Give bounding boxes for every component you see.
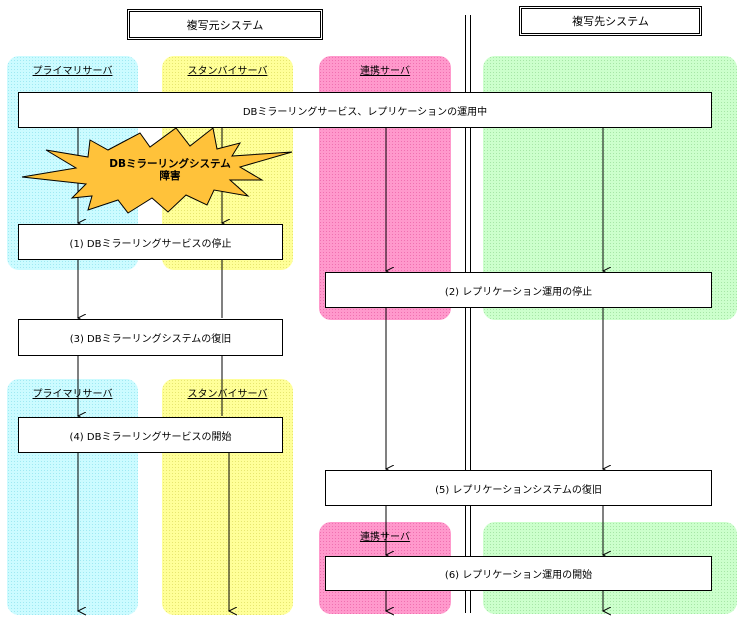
fault-label-line1: DBミラーリングシステム — [109, 158, 231, 170]
standby-server-label-bottom: スタンバイサーバ — [187, 389, 268, 400]
primary-server-label: プライマリサーバ — [32, 66, 113, 77]
step2-box: (2) レプリケーション運用の停止 — [325, 272, 712, 308]
primary-server-label-bottom: プライマリサーバ — [32, 389, 113, 400]
target-system-title: 複写先システム — [519, 6, 702, 36]
link-server-label: 連携サーバ — [360, 66, 410, 77]
step1-box: (1) DBミラーリングサービスの停止 — [18, 224, 283, 260]
fault-label: DBミラーリングシステム 障害 — [90, 158, 250, 182]
system-divider-line-right — [470, 15, 471, 613]
source-system-title: 複写元システム — [127, 9, 323, 40]
step4-box: (4) DBミラーリングサービスの開始 — [18, 417, 283, 453]
fault-label-line2: 障害 — [159, 170, 181, 182]
step3-box: (3) DBミラーリングシステムの復旧 — [18, 319, 283, 356]
link-server-label-bottom: 連携サーバ — [360, 532, 410, 543]
step6-box: (6) レプリケーション運用の開始 — [325, 556, 712, 591]
running-status-box: DBミラーリングサービス、レプリケーションの運用中 — [18, 92, 712, 128]
step5-box: (5) レプリケーションシステムの復旧 — [325, 470, 712, 506]
system-divider-line-left — [465, 15, 466, 613]
standby-server-label: スタンバイサーバ — [187, 66, 268, 77]
